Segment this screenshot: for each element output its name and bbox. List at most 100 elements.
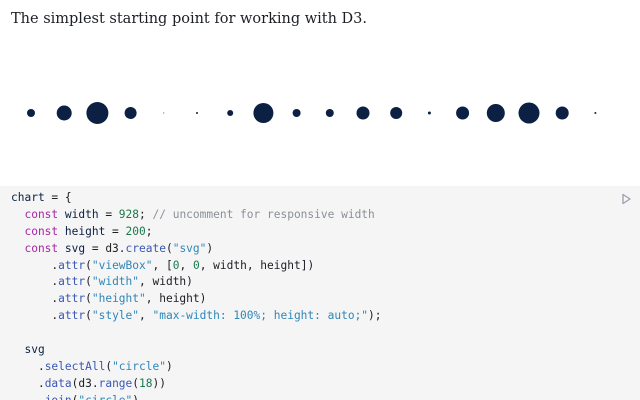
output-circle [124, 107, 137, 119]
intro-text: The simplest starting point for working … [11, 11, 368, 27]
code-token: selectAll [44, 359, 106, 373]
code-token: ( [85, 309, 92, 323]
output-circle [27, 109, 35, 117]
code-token: "height" [91, 292, 146, 306]
code-token: join [45, 394, 72, 400]
chart-output [27, 102, 597, 124]
code-token: "viewBox" [91, 258, 153, 272]
code-token: 0 [192, 258, 200, 272]
code-token: 928 [118, 207, 140, 221]
code-token: "svg" [172, 241, 207, 255]
code-token: // uncomment for responsive width [152, 207, 375, 221]
code-token: const [11, 241, 59, 255]
code-cell[interactable]: chart = { const width = 928; // uncommen… [0, 186, 640, 400]
code-token: const [11, 207, 59, 221]
code-token: attr [58, 275, 86, 289]
code-token: . [11, 394, 45, 400]
code-token: , [ [152, 258, 173, 272]
code-token: . [11, 275, 59, 289]
code-token: "style" [91, 309, 140, 323]
code-token: "circle" [78, 394, 132, 400]
code-token: ( [85, 258, 92, 272]
code-token: (d3. [71, 376, 99, 390]
code-token: svg [58, 241, 86, 255]
code-token: = d3. [85, 241, 126, 255]
code-token: height [58, 224, 106, 238]
output-circle [292, 109, 301, 117]
code-token: 200 [125, 224, 146, 238]
code-token: . [11, 258, 59, 272]
output-circle [356, 106, 370, 120]
code-token: , [139, 309, 153, 323]
code-token: = [98, 207, 119, 221]
code-token: attr [58, 258, 86, 272]
code-token: chart [11, 191, 45, 204]
output-circle [163, 112, 165, 114]
code-line: svg [11, 342, 382, 359]
code-token: "width" [91, 275, 140, 289]
output-circle [518, 102, 540, 124]
output-circle [56, 105, 72, 121]
output-circle [86, 102, 109, 124]
code-token: , width) [139, 275, 193, 289]
code-token: ( [85, 292, 92, 306]
code-token: 18 [139, 376, 153, 390]
code-token: ) [165, 359, 173, 373]
code-token: ); [368, 309, 382, 323]
code-token: "circle" [112, 359, 166, 373]
code-token: ; [145, 224, 153, 238]
code-token: ( [105, 359, 113, 373]
code-token: 0 [172, 258, 180, 272]
output-circle [325, 109, 334, 117]
output-circle [594, 112, 597, 114]
code-token: "max-width: 100%; height: auto;" [152, 309, 369, 323]
output-circle [456, 106, 470, 120]
code-token: ; [139, 207, 153, 221]
code-line: const width = 928; // uncomment for resp… [11, 207, 382, 224]
code-token: . [11, 309, 59, 323]
code-token: = [105, 224, 126, 238]
code-token [11, 326, 18, 339]
run-button[interactable] [619, 192, 633, 206]
code-token: ) [206, 241, 214, 255]
code-token: ( [85, 275, 92, 289]
code-line: chart = { [11, 190, 382, 207]
code-token: ( [165, 241, 173, 255]
code-token: create [125, 241, 166, 255]
output-circle [390, 107, 403, 119]
output-circle [486, 104, 505, 122]
code-line: .data(d3.range(18)) [11, 376, 382, 393]
code-token: svg [11, 343, 45, 357]
code-line: .attr("viewBox", [0, 0, width, height]) [11, 258, 382, 275]
code-token: attr [58, 292, 86, 306]
code-token: attr [58, 309, 86, 323]
code-token: const [11, 224, 59, 238]
code-line: .attr("width", width) [11, 274, 382, 291]
code-token: ( [72, 394, 79, 400]
code-token: width [58, 207, 99, 221]
code-token: ) [132, 394, 139, 400]
code-token: range [98, 376, 133, 390]
code-token: ( [132, 376, 140, 390]
code-token: )) [152, 376, 166, 390]
output-circle [427, 111, 431, 115]
code-line: .attr("height", height) [11, 291, 382, 308]
code-token: , width, height]) [199, 258, 315, 272]
code-line: const svg = d3.create("svg") [11, 241, 382, 258]
code-token: . [11, 376, 45, 390]
code-line: const height = 200; [11, 224, 382, 241]
code-line: .join("circle") [11, 393, 382, 400]
code-line [11, 325, 382, 342]
code-line: .attr("style", "max-width: 100%; height:… [11, 308, 382, 325]
code-editor[interactable]: chart = { const width = 928; // uncommen… [11, 190, 382, 400]
code-token: . [11, 359, 45, 373]
output-circle [253, 103, 274, 123]
code-token: = { [44, 191, 72, 204]
code-line: .selectAll("circle") [11, 359, 382, 376]
code-token: , [179, 258, 193, 272]
output-circle [555, 106, 569, 120]
code-token: , height) [145, 292, 207, 306]
run-icon [621, 193, 632, 205]
code-token: data [44, 376, 72, 390]
output-circle [227, 110, 234, 116]
